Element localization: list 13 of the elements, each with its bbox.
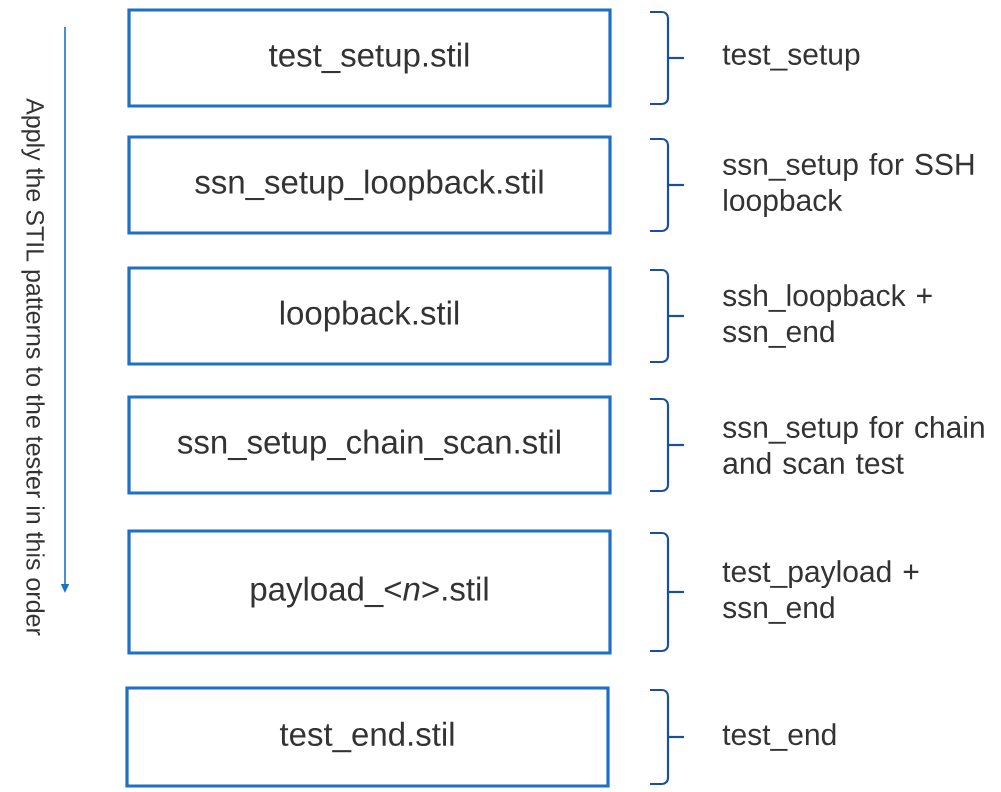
brace-label: test_setup [722,45,860,71]
brace-label: ssn_setup for chain and scan test [723,416,984,474]
brace-label: test_end [722,723,836,751]
file-box: ssn_setup_loopback.stil [127,135,612,235]
file-box: ssn_setup_chain_scan.stil [127,395,612,495]
file-box: payload_<n>.stil [127,529,612,655]
file-box: test_end.stil [125,686,610,788]
file-box: test_setup.stil [127,8,612,108]
file-box: loopback.stil [127,266,612,366]
brace-label: ssn_setup for SSH loopback [723,153,974,217]
brace-label: ssh_loopback + ssn_end [723,284,932,348]
brace-label: test_payload + ssn_end [722,560,919,624]
rotated-label: Apply the STIL patterns to the tester in this order [21,98,45,636]
